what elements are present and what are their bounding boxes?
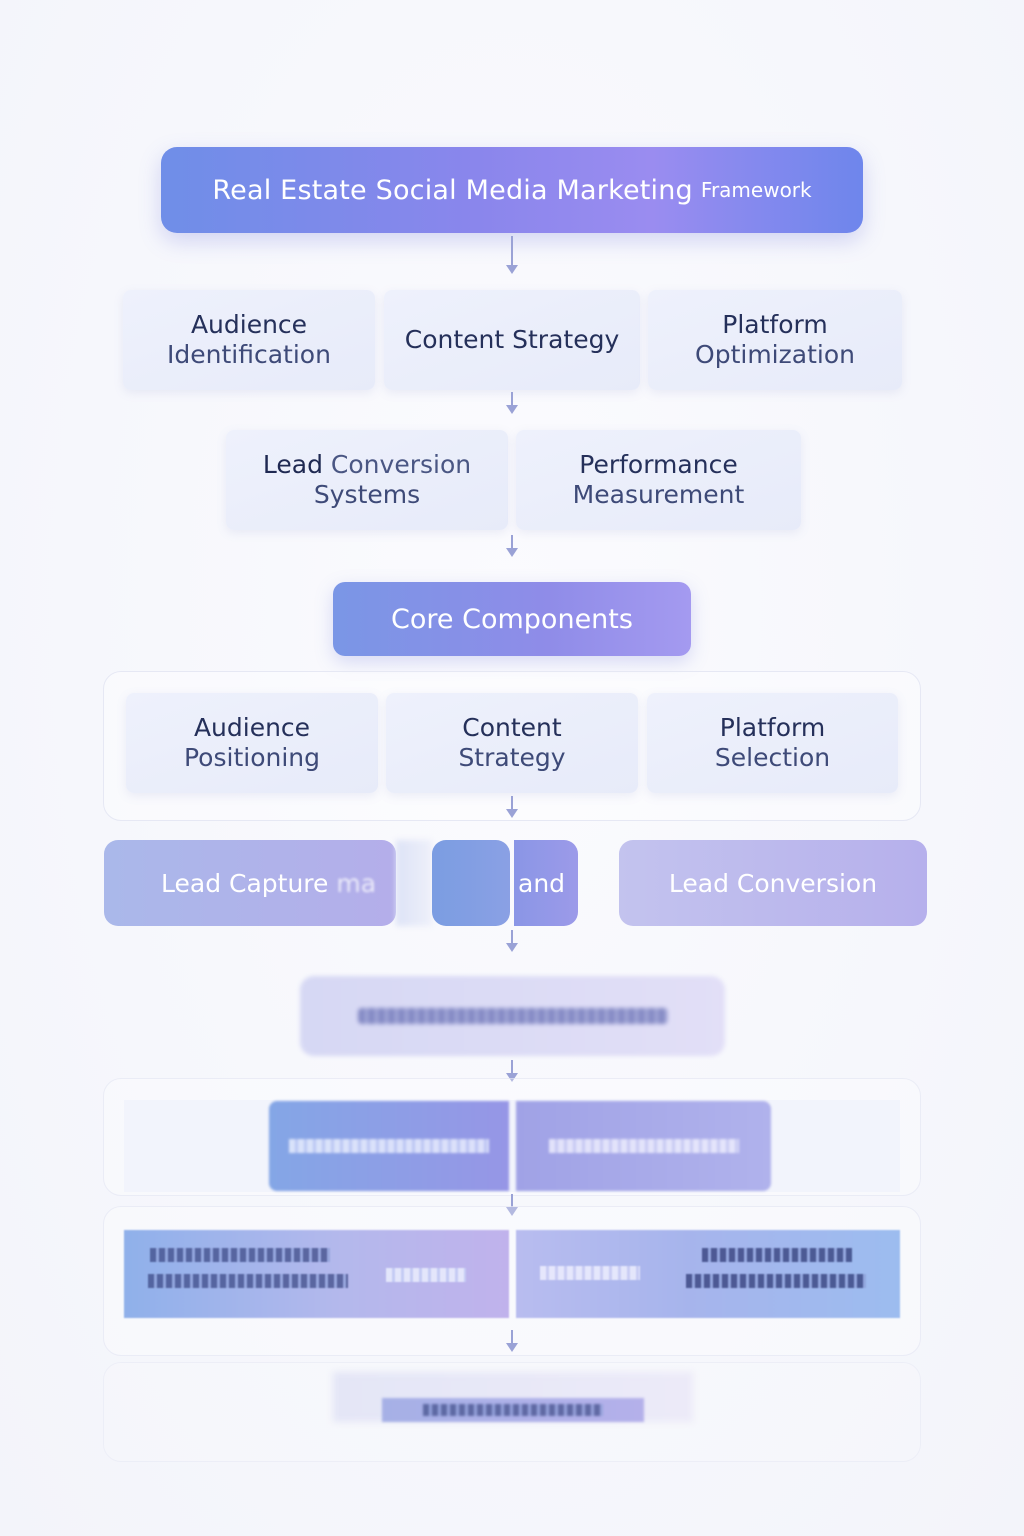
- glitch-strip: [396, 840, 432, 926]
- lead-capture-label: Lead Capture: [161, 868, 329, 898]
- framework-title-suffix: Framework: [700, 178, 812, 202]
- illegible-text: [540, 1266, 640, 1280]
- illegible-text: [548, 1139, 739, 1153]
- down-arrow-icon: [504, 236, 520, 274]
- lead-capture-bar: Lead Capture ma: [104, 840, 396, 926]
- card-content-strategy: Content Strategy: [384, 290, 640, 390]
- blurred-banner: [300, 976, 725, 1056]
- illegible-text: [386, 1268, 466, 1282]
- core-components-label: Core Components: [391, 603, 633, 635]
- card-content-strategy-component: Content Strategy: [386, 693, 638, 793]
- card-line-2: Strategy: [458, 743, 566, 772]
- framework-title: Real Estate Social Media Marketing: [212, 174, 693, 206]
- card-performance-measurement: Performance Measurement: [516, 430, 801, 530]
- blurred-block: [516, 1101, 771, 1191]
- lead-conversion-bar: Lead Conversion: [619, 840, 927, 926]
- card-line-2: Systems: [313, 480, 421, 509]
- core-components-banner: Core Components: [333, 582, 691, 656]
- card-line-2: Selection: [714, 743, 831, 772]
- illegible-text: [423, 1404, 603, 1416]
- illegible-text: [702, 1248, 852, 1262]
- card-line-1: Content Strategy: [404, 325, 620, 354]
- blurred-block: [269, 1101, 509, 1191]
- card-line-1: Audience: [193, 713, 311, 742]
- lead-connector-label: and: [518, 868, 566, 898]
- card-line-2: Measurement: [572, 480, 745, 509]
- framework-title-banner: Real Estate Social Media Marketing Frame…: [161, 147, 863, 233]
- blurred-block: [516, 1230, 900, 1318]
- card-audience-positioning: Audience Positioning: [126, 693, 378, 793]
- card-line-1: Platform: [722, 310, 828, 339]
- blurred-block: [382, 1398, 644, 1422]
- card-audience-identification: Audience Identification: [123, 290, 375, 390]
- card-text-strong: Lead: [262, 450, 323, 479]
- card-line-2: Optimization: [695, 340, 855, 369]
- down-arrow-icon: [504, 535, 520, 557]
- card-text-light: Conversion: [330, 450, 472, 479]
- card-line-2: Positioning: [184, 743, 320, 772]
- blurred-block: [124, 1230, 509, 1318]
- illegible-text: [148, 1274, 348, 1288]
- card-line-1: Content: [462, 713, 562, 742]
- card-line-1: Performance: [579, 450, 738, 479]
- card-platform-selection: Platform Selection: [647, 693, 898, 793]
- down-arrow-icon: [504, 930, 520, 952]
- glitch-block-right: and: [514, 840, 578, 926]
- down-arrow-icon: [504, 392, 520, 414]
- card-line-1: Audience: [190, 310, 308, 339]
- card-platform-optimization: Platform Optimization: [648, 290, 902, 390]
- down-arrow-icon: [504, 796, 520, 818]
- down-arrow-icon: [504, 1330, 520, 1352]
- blurred-group-panel-1: [124, 1100, 900, 1192]
- illegible-text: [686, 1274, 866, 1288]
- card-line-1: Platform: [719, 713, 826, 742]
- illegible-text: [289, 1139, 489, 1153]
- down-arrow-icon: [504, 1060, 520, 1082]
- card-lead-conversion-systems: Lead Conversion Systems: [226, 430, 508, 530]
- glitch-block-left: [432, 840, 510, 926]
- illegible-text: [150, 1248, 330, 1262]
- lead-conversion-label: Lead Conversion: [668, 868, 878, 898]
- down-arrow-icon: [504, 1194, 520, 1216]
- card-line-1: Lead Conversion: [263, 450, 471, 480]
- illegible-text: [357, 1008, 668, 1024]
- lead-capture-tail: ma: [336, 868, 377, 898]
- card-line-2: Identification: [167, 340, 331, 369]
